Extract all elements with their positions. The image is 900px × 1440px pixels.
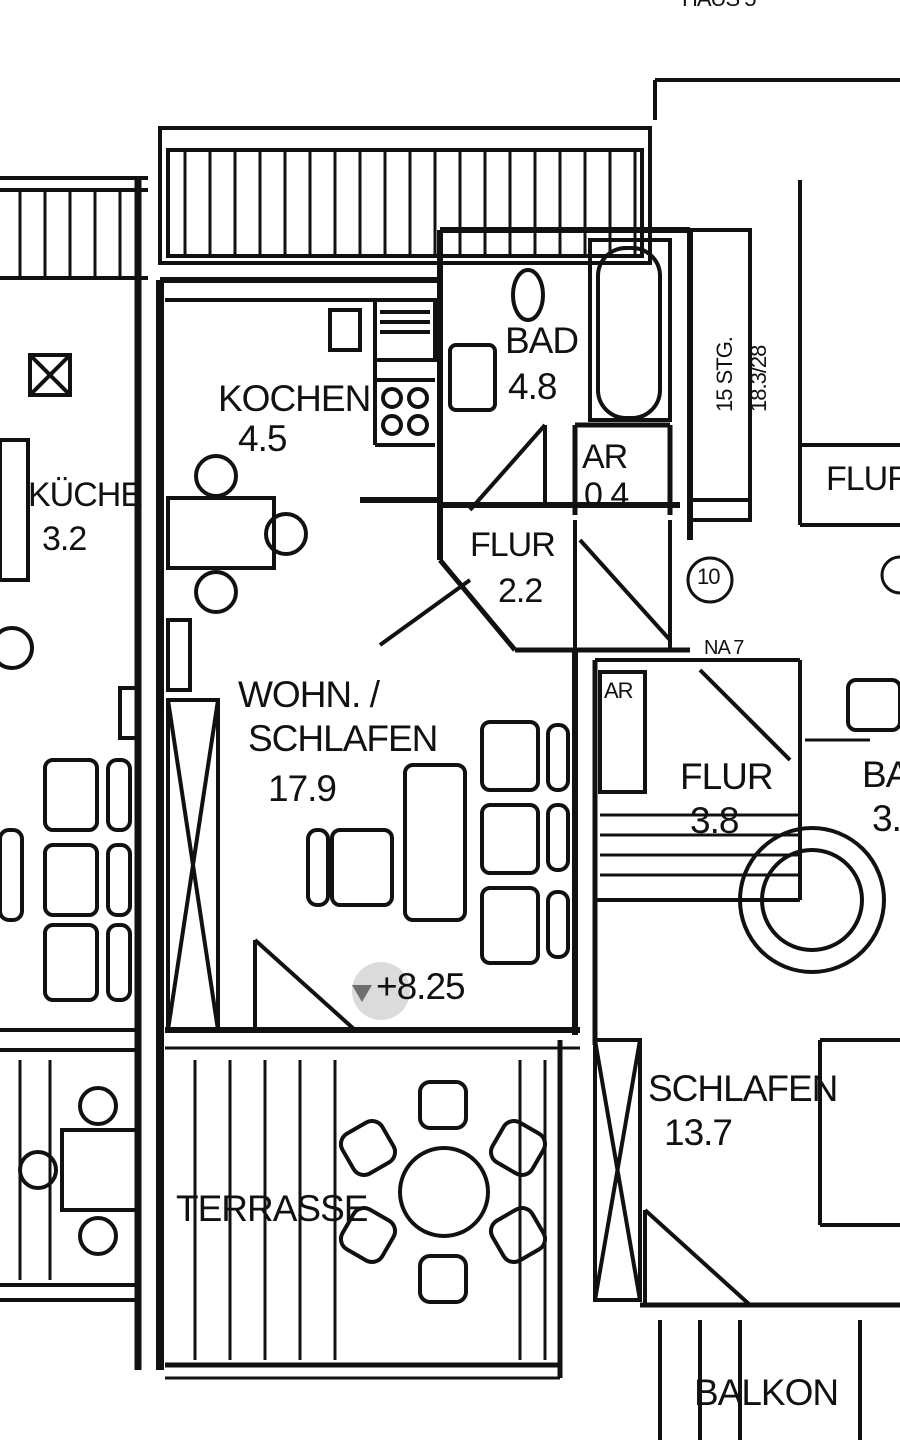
stairs-count: 15 STG. [712, 337, 737, 412]
room-bad-name: BAD [505, 320, 579, 361]
room-flur-right-area: 3.8 [690, 800, 739, 841]
room-ar-small-area: 0.4 [584, 476, 629, 514]
room-flur-small-area: 2.2 [498, 572, 543, 610]
room-wohn-name-2: SCHLAFEN [248, 718, 438, 759]
room-bad-right-area: 3. [872, 798, 900, 839]
na-label: NA 7 [704, 637, 744, 659]
room-wohn-area: 17.9 [268, 768, 337, 809]
room-kochen-area: 4.5 [238, 418, 287, 459]
room-kochen-name: KOCHEN [218, 378, 371, 419]
room-bad-area: 4.8 [508, 366, 557, 407]
room-flur-right-top-name: FLUR [826, 460, 900, 498]
room-balkon-name: BALKON [694, 1372, 839, 1413]
room-schlafen-area: 13.7 [664, 1112, 733, 1153]
room-kueche-name: KÜCHE [28, 476, 143, 514]
watermark-badge [352, 962, 410, 1020]
header-fragment: HAUS 5 [682, 0, 756, 10]
room-kueche-area: 3.2 [42, 520, 87, 558]
room-ar-small-name: AR [582, 438, 628, 476]
room-flur-small-name: FLUR [470, 526, 556, 564]
room-flur-right-name: FLUR [680, 756, 774, 797]
stairs-dimension: 18.3/28 [746, 345, 771, 412]
room-wohn-name-1: WOHN. / [238, 674, 380, 715]
room-ar-right-name: AR [604, 678, 634, 703]
level-mark: +8.25 [376, 966, 466, 1007]
room-terrasse-name: TERRASSE [176, 1188, 368, 1229]
apartment-number: 10 [697, 564, 721, 589]
room-bad-right-name: BA [862, 754, 900, 795]
room-schlafen-name: SCHLAFEN [648, 1068, 838, 1109]
